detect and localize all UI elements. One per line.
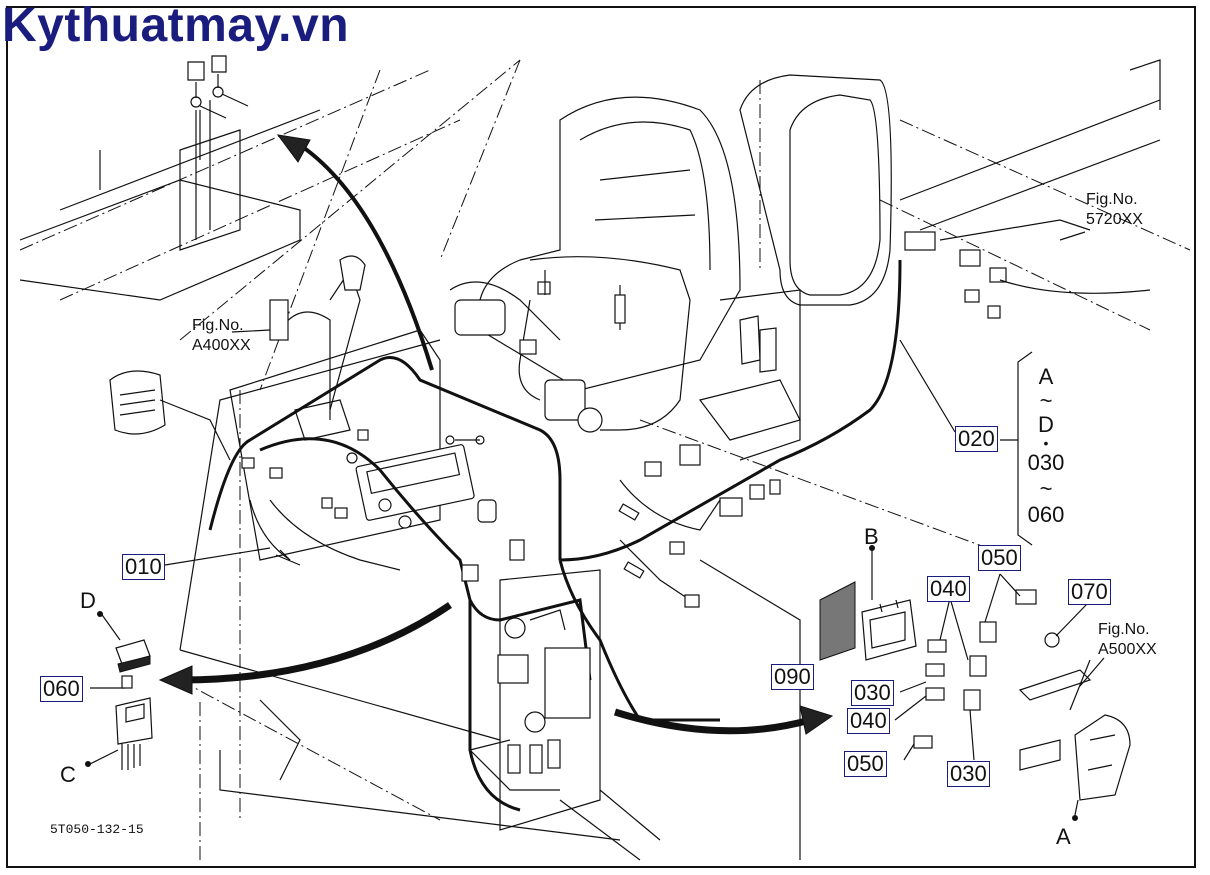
callout-020[interactable]: 020	[955, 426, 998, 452]
range-label-d: D	[1038, 412, 1054, 437]
detail-letter-c: C	[60, 762, 76, 787]
front-console	[179, 329, 801, 831]
cab-structure	[19, 59, 1191, 861]
holder-b	[819, 548, 917, 661]
fig-ref-a500-line1: Fig.No.	[1098, 621, 1150, 638]
detail-letter-d: D	[80, 588, 96, 613]
callout-050-top[interactable]: 050	[978, 545, 1021, 571]
callout-040-top[interactable]: 040	[927, 576, 970, 602]
main-harness-wire	[208, 256, 902, 812]
leader-lines	[85, 231, 1086, 821]
detail-letter-b: B	[864, 524, 879, 549]
switch-c-d	[115, 639, 153, 770]
harness-connectors	[241, 219, 1151, 791]
callout-030-left[interactable]: 030	[851, 680, 894, 706]
fig-ref-a400-line1: Fig.No.	[192, 317, 244, 334]
callout-090[interactable]: 090	[771, 664, 814, 690]
work-light	[109, 370, 231, 461]
direction-arrows	[158, 134, 834, 735]
bracket-a	[1018, 657, 1131, 816]
fig-ref-5720: Fig.No. 5720XX	[1086, 190, 1143, 230]
range-bracket	[899, 339, 1033, 546]
callout-010[interactable]: 010	[122, 554, 165, 580]
operator-seat	[449, 96, 741, 433]
fig-ref-5720-line1: Fig.No.	[1086, 191, 1138, 208]
watermark-text: Kythuatmay.vn	[2, 0, 350, 52]
range-tilde-2: ~	[1039, 476, 1053, 501]
range-dot: •	[1043, 435, 1049, 451]
range-tilde-1: ~	[1039, 388, 1053, 413]
range-030: 030	[1027, 450, 1065, 475]
callout-050-left[interactable]: 050	[844, 751, 887, 777]
detail-letter-a: A	[1056, 824, 1071, 849]
relay-connectors	[894, 573, 1088, 761]
range-label-a: A	[1038, 364, 1054, 389]
fig-ref-a500: Fig.No. A500XX	[1098, 620, 1157, 660]
side-window	[739, 74, 892, 306]
fig-ref-a400: Fig.No. A400XX	[192, 316, 251, 356]
fig-ref-5720-line2: 5720XX	[1086, 211, 1143, 228]
callout-040-left[interactable]: 040	[847, 708, 890, 734]
control-levers	[269, 255, 777, 441]
fig-ref-a500-line2: A500XX	[1098, 641, 1157, 658]
fig-ref-a400-line2: A400XX	[192, 337, 251, 354]
ground-bolts	[187, 55, 249, 240]
callout-070[interactable]: 070	[1068, 579, 1111, 605]
drawing-code: 5T050-132-15	[50, 822, 144, 837]
callout-030-right[interactable]: 030	[947, 761, 990, 787]
range-060: 060	[1027, 502, 1065, 527]
callout-060[interactable]: 060	[40, 676, 83, 702]
